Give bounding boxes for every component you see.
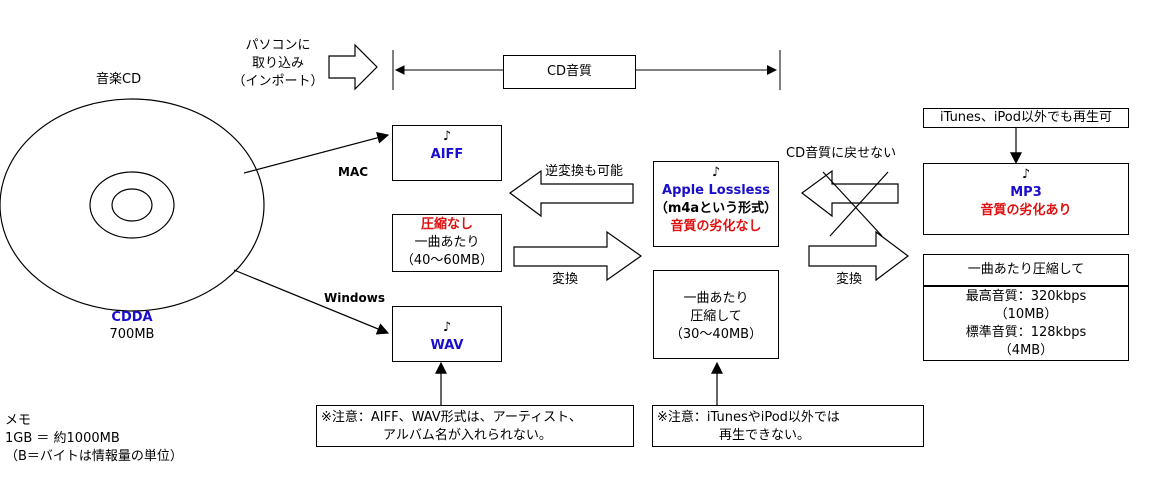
mp3-info-line4: （4MB）: [998, 343, 1054, 358]
aiff-name: AIFF: [430, 147, 464, 162]
caution1-line1: ※注意：AIFF、WAV形式は、アーティスト、: [321, 410, 582, 425]
caution1-line2: アルバム名が入れられない。: [383, 428, 552, 443]
mp3-info-line2: （10MB）: [994, 307, 1058, 322]
lossless-size-box: 一曲あたり 圧縮して （30〜40MB）: [653, 270, 779, 359]
import-line-3: （インポート）: [232, 74, 324, 89]
aiff-box: ♪ AIFF: [392, 125, 502, 181]
uncompressed-title: 圧縮なし: [420, 217, 473, 232]
cd-quality-box: CD音質: [503, 55, 636, 89]
cannot-restore-label: CD音質に戻せない: [786, 146, 897, 161]
cross-line-1: [822, 171, 883, 237]
itunes-note-box: iTunes、iPod以外でも再生可: [923, 108, 1129, 128]
caution-box-1: ※注意：AIFF、WAV形式は、アーティスト、 アルバム名が入れられない。: [316, 405, 634, 447]
cd-label: 音楽CD: [96, 72, 142, 87]
convert-block-arrow-2: [808, 230, 909, 282]
lossless-format: （m4aという形式）: [654, 201, 778, 216]
cd-quality-span: [392, 50, 781, 90]
mp3-info-title-box: 一曲あたり圧縮して: [923, 254, 1129, 286]
reverse-label: 逆変換も可能: [545, 164, 624, 179]
caution-box-2: ※注意：iTunesやiPod以外では 再生できない。: [652, 405, 924, 447]
mp3-quality: 音質の劣化あり: [980, 203, 1072, 218]
music-note-icon: ♪: [1021, 167, 1031, 182]
reverse-block-arrow: [508, 169, 634, 218]
uncompressed-line3: （40〜60MB）: [400, 253, 494, 268]
memo-title: メモ: [5, 413, 32, 428]
wav-name: WAV: [430, 338, 464, 353]
caution2-line1: ※注意：iTunesやiPod以外では: [657, 410, 840, 425]
lossless-name: Apple Lossless: [662, 183, 770, 198]
caution2-line2: 再生できない。: [719, 428, 811, 443]
lossless-box: ♪ Apple Lossless （m4aという形式） 音質の劣化なし: [653, 161, 779, 247]
windows-arrow: [233, 269, 390, 335]
mp3-info-box: 最高音質：320kbps （10MB） 標準音質：128kbps （4MB）: [923, 286, 1129, 361]
cdda-name: CDDA: [111, 310, 153, 325]
windows-label: Windows: [324, 291, 385, 305]
music-note-icon: ♪: [442, 320, 452, 335]
import-block-arrow: [328, 43, 378, 91]
cdda-size: 700MB: [109, 327, 155, 342]
memo-line1: 1GB ＝ 約1000MB: [5, 431, 120, 446]
blocked-reverse-arrow: [800, 169, 899, 218]
music-note-icon: ♪: [711, 165, 721, 180]
lossless-size-line3: （30〜40MB）: [669, 327, 763, 342]
cross-line-2: [829, 171, 889, 237]
uncompressed-line2: 一曲あたり: [414, 235, 480, 250]
convert-label: 変換: [552, 272, 579, 287]
lossless-size-line2: 圧縮して: [690, 309, 742, 324]
uncompressed-box: 圧縮なし 一曲あたり （40〜60MB）: [392, 214, 502, 272]
lossless-size-line1: 一曲あたり: [683, 291, 749, 306]
lossless-quality: 音質の劣化なし: [670, 219, 762, 234]
memo-line2: （B＝バイトは情報量の単位）: [5, 449, 183, 464]
convert-block-arrow: [513, 230, 643, 282]
mac-label: MAC: [338, 165, 369, 179]
import-label: パソコンに 取り込み （インポート）: [232, 37, 324, 91]
cd-disc-icon: [0, 98, 265, 312]
mp3-box: ♪ MP3 音質の劣化あり: [923, 163, 1129, 235]
wav-box: ♪ WAV: [392, 306, 502, 362]
convert-label-2: 変換: [836, 272, 863, 287]
import-line-1: パソコンに: [245, 38, 311, 53]
mp3-name: MP3: [1010, 185, 1042, 200]
mp3-info-line1: 最高音質：320kbps: [965, 289, 1087, 304]
music-note-icon: ♪: [442, 129, 452, 144]
import-line-2: 取り込み: [251, 56, 304, 71]
mac-arrow: [243, 131, 390, 174]
mp3-info-line3: 標準音質：128kbps: [965, 325, 1087, 340]
memo-block: メモ 1GB ＝ 約1000MB （B＝バイトは情報量の単位）: [5, 412, 183, 466]
